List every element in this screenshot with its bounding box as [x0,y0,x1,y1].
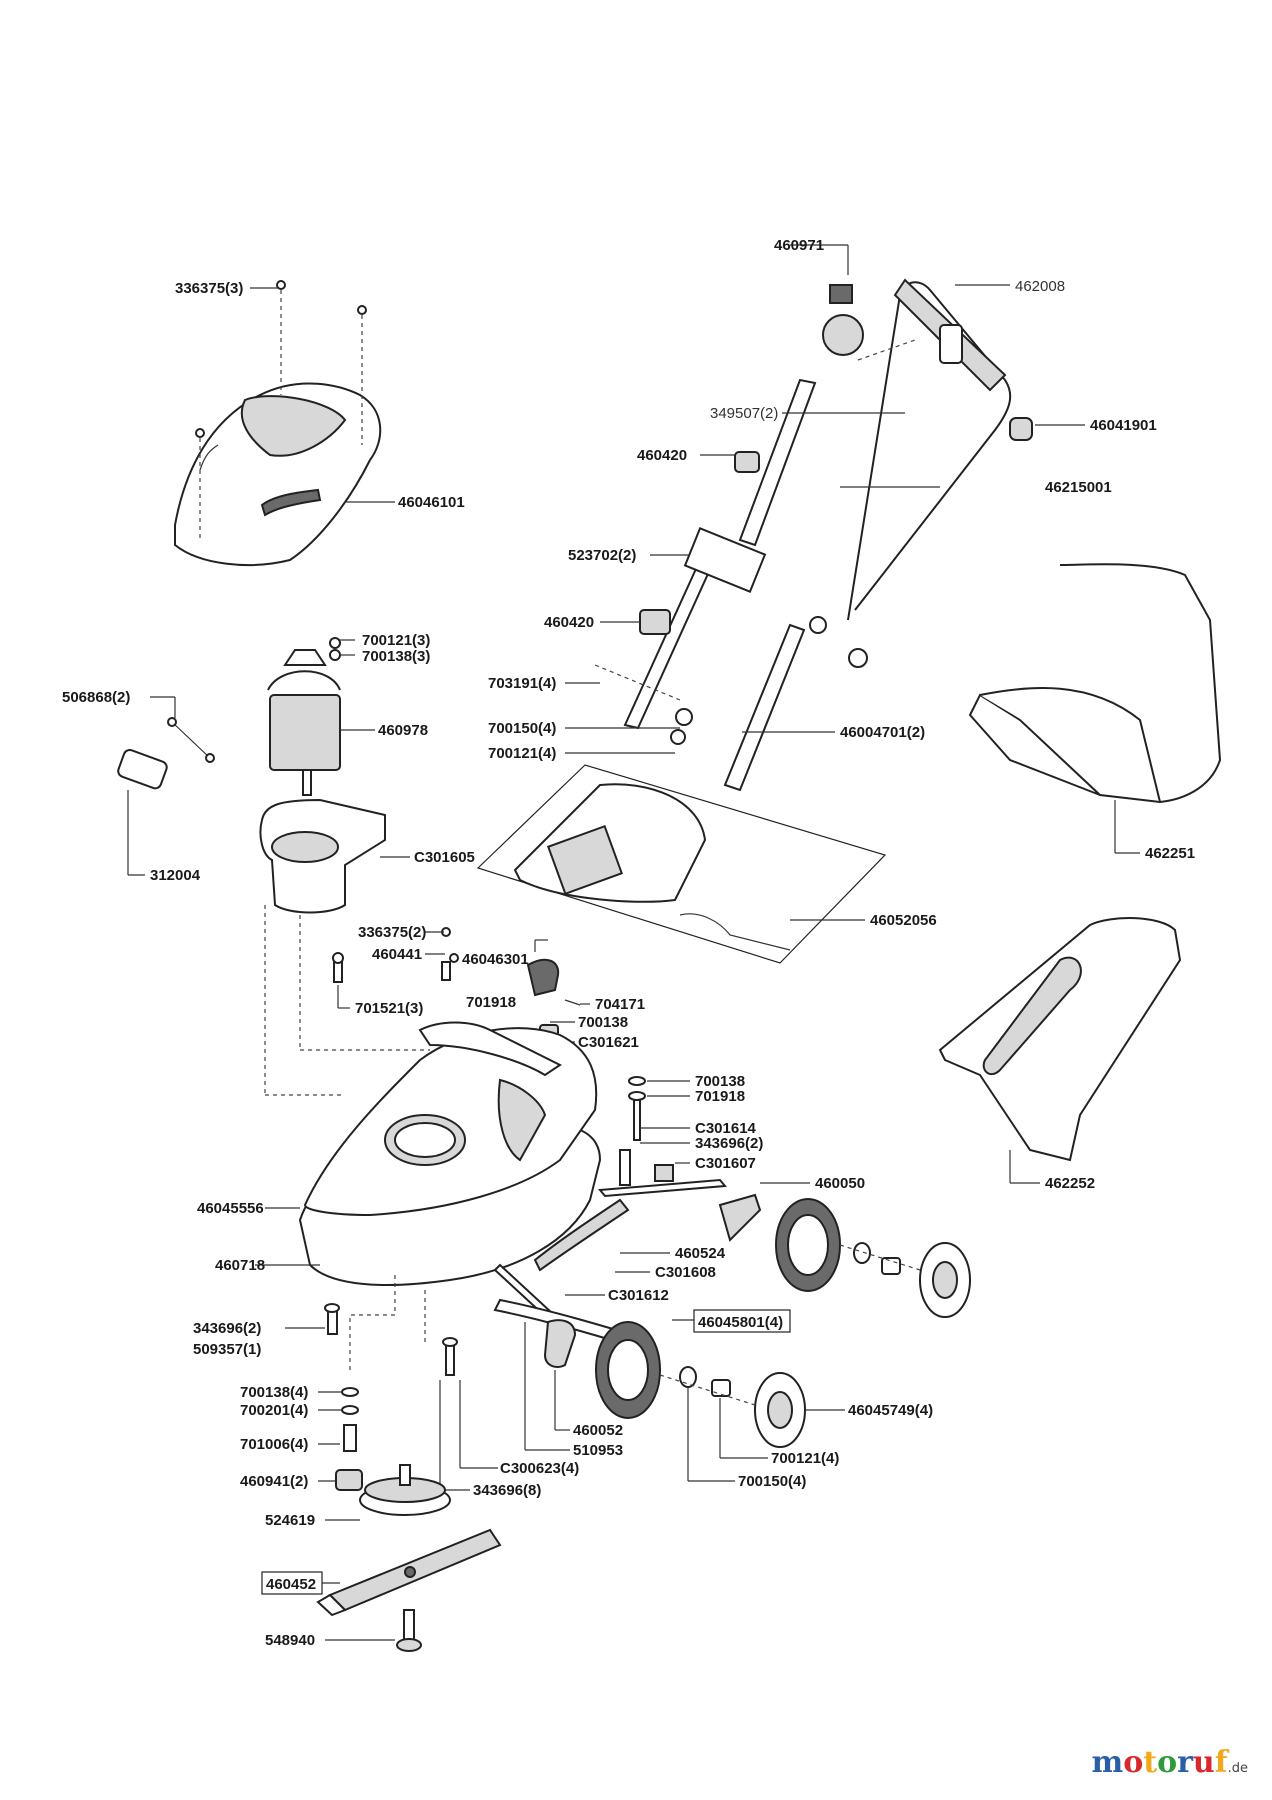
blade-part [316,1528,502,1617]
label-C301612: C301612 [608,1287,669,1304]
label-460524: 460524 [675,1245,726,1262]
label-701918-b: 701918 [695,1088,745,1105]
logo-letter: o [1157,1745,1178,1780]
label-460441: 460441 [372,946,422,963]
label-700138-a: 700138 [578,1014,628,1031]
label-703191-4: 703191(4) [488,675,556,692]
label-704171: 704171 [595,996,645,1013]
label-343696-2-b: 343696(2) [193,1320,261,1337]
air-duct-part [259,798,386,914]
fan-part [359,1464,451,1516]
label-700121-3: 700121(3) [362,632,430,649]
front-wheel-part [543,1319,806,1448]
label-700150-4-b: 700150(4) [738,1473,806,1490]
logo-wordmark: motoruf [1091,1745,1227,1780]
label-700138-4: 700138(4) [240,1384,308,1401]
cable-clip-part [734,324,1033,473]
motor-part [267,637,341,796]
grass-bag-frame-part [938,917,1182,1162]
label-460978: 460978 [378,722,428,739]
label-460420-top: 460420 [637,447,687,464]
label-701521-3: 701521(3) [355,1000,423,1017]
label-462252: 462252 [1045,1175,1095,1192]
label-C301608: C301608 [655,1264,716,1281]
label-C301605: C301605 [414,849,475,866]
label-548940: 548940 [265,1632,315,1649]
label-336375-2: 336375(2) [358,924,426,941]
label-46041901: 46041901 [1090,417,1157,434]
label-46045556: 46045556 [197,1200,264,1217]
logo-suffix: .de [1227,1761,1248,1776]
label-460718: 460718 [215,1257,265,1274]
cable-part [167,717,215,763]
label-349507-2: 349507(2) [710,405,778,422]
mower-deck-part [298,1021,602,1286]
label-336375-3: 336375(3) [175,280,243,297]
rear-wheel-part [718,1193,971,1318]
handle-switch-part [822,284,864,356]
label-460052: 460052 [573,1422,623,1439]
label-46045749-4: 46045749(4) [848,1402,933,1419]
label-46046101: 46046101 [398,494,465,511]
label-509357-1: 509357(1) [193,1341,261,1358]
motoruf-logo: motoruf.de [1091,1745,1248,1780]
logo-letter: f [1214,1745,1228,1780]
label-46052056: 46052056 [870,912,937,929]
label-523702-2: 523702(2) [568,547,636,564]
logo-letter: t [1143,1745,1158,1780]
label-46045801-4: 46045801(4) [698,1314,783,1331]
label-462008: 462008 [1015,278,1065,295]
grass-bag-part [968,563,1222,804]
label-46215001: 46215001 [1045,479,1112,496]
label-462251: 462251 [1145,845,1195,862]
label-460941-2: 460941(2) [240,1473,308,1490]
label-460420-mid: 460420 [544,614,594,631]
blade-bolt-part [396,1609,422,1652]
logo-letter: m [1091,1745,1124,1780]
handle-frame-part [738,278,1012,621]
lower-fasteners-part [324,1303,458,1491]
label-524619: 524619 [265,1512,315,1529]
label-700201-4: 700201(4) [240,1402,308,1419]
label-343696-8: 343696(8) [473,1482,541,1499]
logo-letter: r [1177,1745,1193,1780]
washers-right-part [619,1076,674,1186]
lower-handle-part [623,527,868,792]
label-700138-3: 700138(3) [362,648,430,665]
label-700150-4: 700150(4) [488,720,556,737]
cover-screws [195,280,367,540]
label-460050: 460050 [815,1175,865,1192]
logo-letter: o [1123,1745,1144,1780]
label-46004701-2: 46004701(2) [840,724,925,741]
motor-cover-part [174,382,382,566]
label-700138-b: 700138 [695,1073,745,1090]
label-506868-2: 506868(2) [62,689,130,706]
label-460452: 460452 [266,1576,316,1593]
label-700121-4-b: 700121(4) [771,1450,839,1467]
label-312004: 312004 [150,867,201,884]
label-343696-2-a: 343696(2) [695,1135,763,1152]
label-46046301: 46046301 [462,951,529,968]
label-700121-4: 700121(4) [488,745,556,762]
label-460971: 460971 [774,237,824,254]
capacitor-part [117,749,168,790]
logo-letter: u [1192,1745,1215,1780]
control-panel-part [476,764,887,964]
label-C301607: C301607 [695,1155,756,1172]
label-C301621: C301621 [578,1034,639,1051]
label-C301614: C301614 [695,1120,757,1137]
label-701006-4: 701006(4) [240,1436,308,1453]
label-701918-a: 701918 [466,994,516,1011]
label-510953: 510953 [573,1442,623,1459]
label-C300623-4: C300623(4) [500,1460,579,1477]
motor-screw-part [332,952,344,983]
